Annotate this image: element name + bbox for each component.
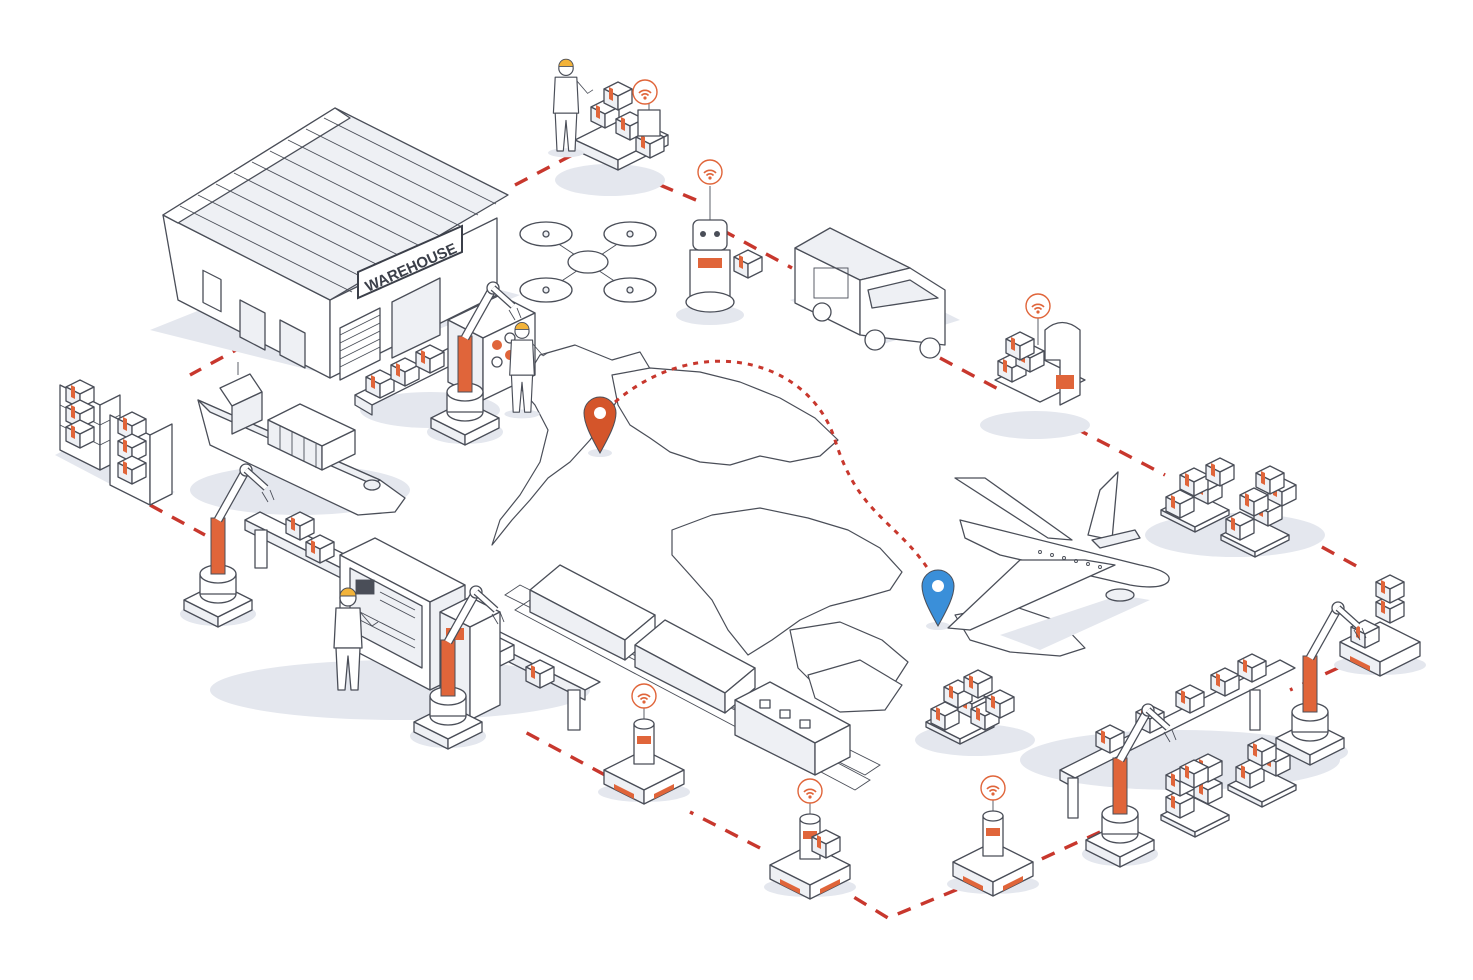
worker-with-cart <box>547 58 669 196</box>
freight-train-icon <box>504 564 881 791</box>
agv-robot-icon <box>947 776 1039 896</box>
delivery-drone-icon <box>519 221 657 303</box>
agv-robot-icon <box>764 779 856 899</box>
location-pin-icon <box>921 569 955 630</box>
agv-robot-icon <box>598 684 690 804</box>
pallet-jack-icon <box>980 293 1090 439</box>
service-robot-icon <box>676 159 763 325</box>
storage-rack-icon <box>55 379 175 506</box>
warehouse-icon: WAREHOUSE <box>150 107 520 381</box>
agv-robot-icon <box>1334 574 1426 677</box>
delivery-van-icon <box>790 227 960 359</box>
location-pin-icon <box>583 396 617 457</box>
pallet-boxes-icon <box>915 669 1035 756</box>
airplane-icon <box>947 471 1170 650</box>
pallet-boxes-icon <box>1145 457 1325 558</box>
flight-path <box>614 359 937 581</box>
world-map-icon <box>491 344 1086 713</box>
